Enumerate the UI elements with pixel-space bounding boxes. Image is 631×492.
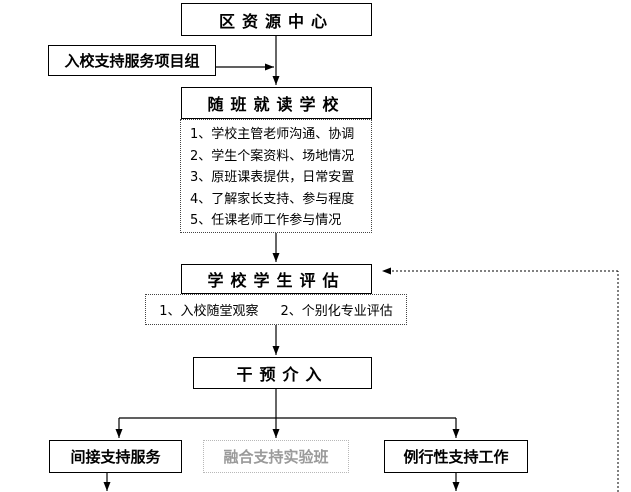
support-service-group-label: 入校支持服务项目组 — [64, 52, 200, 70]
assessment-item: 2、个别化专业评估 — [280, 304, 393, 319]
support-service-group: 入校支持服务项目组 — [48, 45, 216, 76]
list-item: 2、学生个案资料、场地情况 — [190, 148, 355, 164]
list-item: 1、学校主管老师沟通、协调 — [190, 127, 355, 142]
intervention-label: 干预介入 — [236, 365, 329, 384]
list-item: 5、任课老师工作参与情况 — [190, 213, 342, 228]
district-resource-center-label: 区资源中心 — [218, 11, 334, 31]
routine-support-work: 例行性支持工作 — [384, 440, 528, 473]
accompany-school: 随班就读学校 — [181, 87, 372, 119]
indirect-support-service-label: 间接支持服务 — [70, 448, 161, 466]
routine-support-work-label: 例行性支持工作 — [403, 448, 509, 466]
intervention: 干预介入 — [193, 357, 372, 389]
inclusive-pilot-class: 融合支持实验班 — [203, 440, 349, 473]
assessment-item: 1、入校随堂观察 — [159, 304, 259, 319]
list-item: 4、了解家长支持、参与程度 — [190, 191, 355, 207]
accompany-school-label: 随班就读学校 — [207, 95, 346, 114]
accompany-details-list: 1、学校主管老师沟通、协调 2、学生个案资料、场地情况 3、原班课表提供，日常安… — [190, 124, 354, 232]
assessment-details: 1、入校随堂观察 2、个别化专业评估 — [145, 294, 407, 325]
student-assessment: 学校学生评估 — [181, 264, 372, 294]
accompany-details: 1、学校主管老师沟通、协调 2、学生个案资料、场地情况 3、原班课表提供，日常安… — [180, 119, 372, 233]
district-resource-center: 区资源中心 — [181, 3, 372, 36]
list-item: 3、原班课表提供，日常安置 — [190, 170, 355, 185]
inclusive-pilot-class-label: 融合支持实验班 — [223, 448, 329, 466]
student-assessment-label: 学校学生评估 — [207, 271, 346, 290]
indirect-support-service: 间接支持服务 — [49, 440, 182, 473]
